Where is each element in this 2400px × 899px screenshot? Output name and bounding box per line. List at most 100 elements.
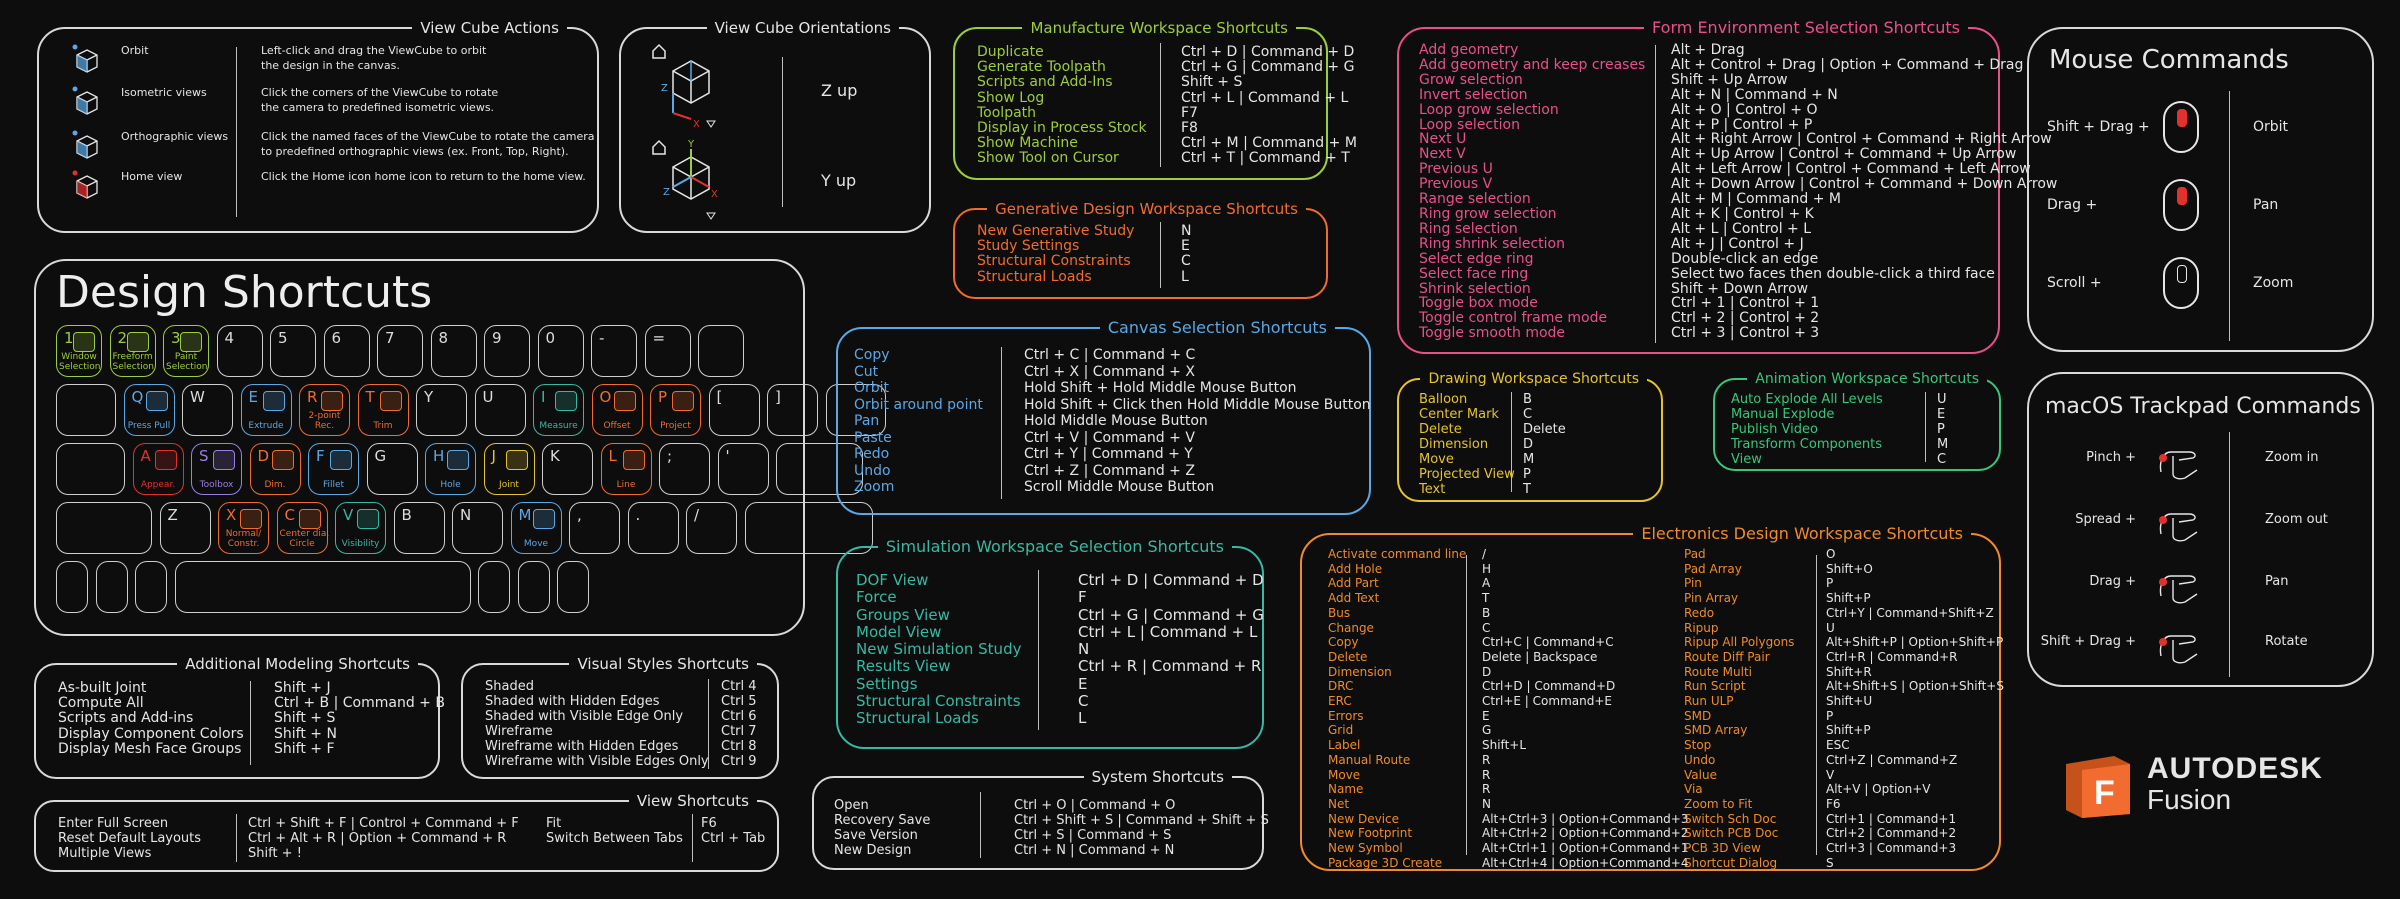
shortcut-name: Pad Array [1684, 561, 1742, 576]
shortcut-key: Shift+O [1826, 561, 1873, 576]
shortcut-name: Loop grow selection [1419, 101, 1559, 118]
shortcut-name: Toolpath [977, 104, 1037, 121]
key-char: 3 [171, 329, 181, 347]
shortcut-key: Alt+Shift+S | Option+Shift+S [1826, 679, 2004, 694]
key-char: A [140, 447, 151, 465]
manufacture-panel: Manufacture Workspace Shortcuts Duplicat… [953, 17, 1357, 180]
key-label: Freeform Selection [112, 352, 154, 372]
animation-panel: Animation Workspace Shortcuts Auto Explo… [1713, 368, 2001, 471]
divider [708, 679, 709, 769]
key-sym: ; [659, 443, 710, 495]
shortcut-name: Pad [1684, 547, 1706, 561]
shortcut-key: R [1482, 752, 1491, 767]
trackpad-modifier: Pinch + [2086, 450, 2136, 465]
brand-name: AUTODESK [2147, 752, 2323, 785]
shortcut-name: ERC [1328, 694, 1352, 709]
key-char: H [433, 447, 445, 465]
divider [1466, 555, 1467, 855]
tool-icon [321, 391, 343, 411]
shortcut-key: F8 [1181, 120, 1198, 137]
shortcut-key: Alt + Down Arrow | Control + Command + D… [1671, 176, 2058, 193]
shortcut-name: Structural Loads [856, 709, 979, 728]
shortcut-name: Enter Full Screen [58, 816, 169, 831]
form-title: Form Environment Selection Shortcuts [1644, 17, 1968, 39]
divider [2229, 432, 2230, 677]
key-label: Project [660, 421, 691, 431]
key-blank [174, 561, 471, 613]
shortcut-key: Ctrl + G | Command + G [1078, 605, 1264, 624]
shortcut-key: V [1826, 767, 1835, 782]
key-sym: , [569, 502, 620, 554]
shortcut-name: Redo [1684, 605, 1715, 620]
viewcube-orientations-panel: View Cube Orientations X Z Y Z X Z up Y … [619, 17, 931, 233]
trackpad-modifier: Spread + [2075, 512, 2136, 527]
viewcube-action-desc: Click the Home icon home icon to return … [261, 170, 586, 183]
shortcut-key: Ctrl + Tab [701, 831, 766, 846]
key-label: Extrude [248, 421, 284, 431]
shortcut-name: Ring selection [1419, 220, 1518, 237]
tool-icon [330, 450, 352, 470]
shortcut-name: Shrink selection [1419, 280, 1531, 297]
shortcut-key: Ctrl 9 [721, 754, 757, 769]
shortcut-name: Next U [1419, 131, 1467, 148]
shortcut-key: Alt+Ctrl+3 | Option+Command+3 [1482, 811, 1689, 826]
shortcut-name: Manual Explode [1731, 407, 1835, 422]
trackpad-modifier: Shift + Drag + [2040, 634, 2136, 649]
svg-text:X: X [711, 189, 718, 200]
divider [692, 814, 693, 862]
hand-gesture-icon [2159, 451, 2198, 480]
key-label: Move [523, 539, 549, 549]
key-label: Offset [603, 421, 631, 431]
tool-icon [622, 450, 645, 470]
key-label: Trim [373, 421, 393, 431]
divider [1511, 392, 1512, 492]
shortcut-key: Alt + Up Arrow | Control + Command + Up … [1671, 146, 2017, 163]
trackpad-commands-title: macOS Trackpad Commands [2045, 394, 2361, 419]
shortcut-name: New Device [1328, 811, 1400, 826]
shortcut-key: Ctrl + Z | Command + Z [1024, 462, 1195, 479]
key-char: 6 [331, 329, 342, 347]
shortcut-key: H [1482, 561, 1492, 576]
shortcut-name: Ripup [1684, 620, 1719, 635]
shortcut-name: As-built Joint [58, 680, 147, 696]
autodesk-fusion-logo: F [2060, 752, 2140, 822]
tool-icon [154, 450, 177, 470]
shortcut-name: Publish Video [1731, 422, 1818, 437]
shortcut-key: C [1937, 452, 1947, 467]
shortcut-name: SMD [1684, 708, 1712, 723]
shortcut-key: Ctrl+Y | Command+Shift+Z [1826, 605, 1994, 620]
shortcut-key: N [1482, 796, 1491, 811]
mouse-icon [2163, 257, 2199, 309]
shortcut-key: Shift+P [1826, 723, 1871, 738]
key-k: K [542, 443, 593, 495]
key-char: , [577, 506, 582, 524]
key-char: . [635, 506, 641, 524]
shortcut-key: M [1937, 437, 1949, 452]
shortcut-key: P [1523, 467, 1531, 482]
mouse-action: Zoom [2253, 275, 2294, 291]
shortcut-name: Wireframe [485, 724, 553, 739]
shortcut-name: Force [856, 588, 897, 607]
divider [1001, 347, 1002, 499]
shortcut-key: Shift + Down Arrow [1671, 280, 1809, 297]
shortcut-key: Ctrl+1 | Command+1 [1826, 811, 1957, 826]
key-char: X [226, 506, 237, 524]
shortcut-name: Add Hole [1328, 561, 1383, 576]
shortcut-key: A [1482, 576, 1491, 591]
shortcut-name: Shaded with Hidden Edges [485, 694, 660, 709]
shortcut-name: Save Version [834, 828, 918, 843]
key-blank [698, 325, 744, 377]
shortcut-name: Manual Route [1328, 752, 1411, 767]
shortcut-name: DOF View [856, 571, 929, 589]
